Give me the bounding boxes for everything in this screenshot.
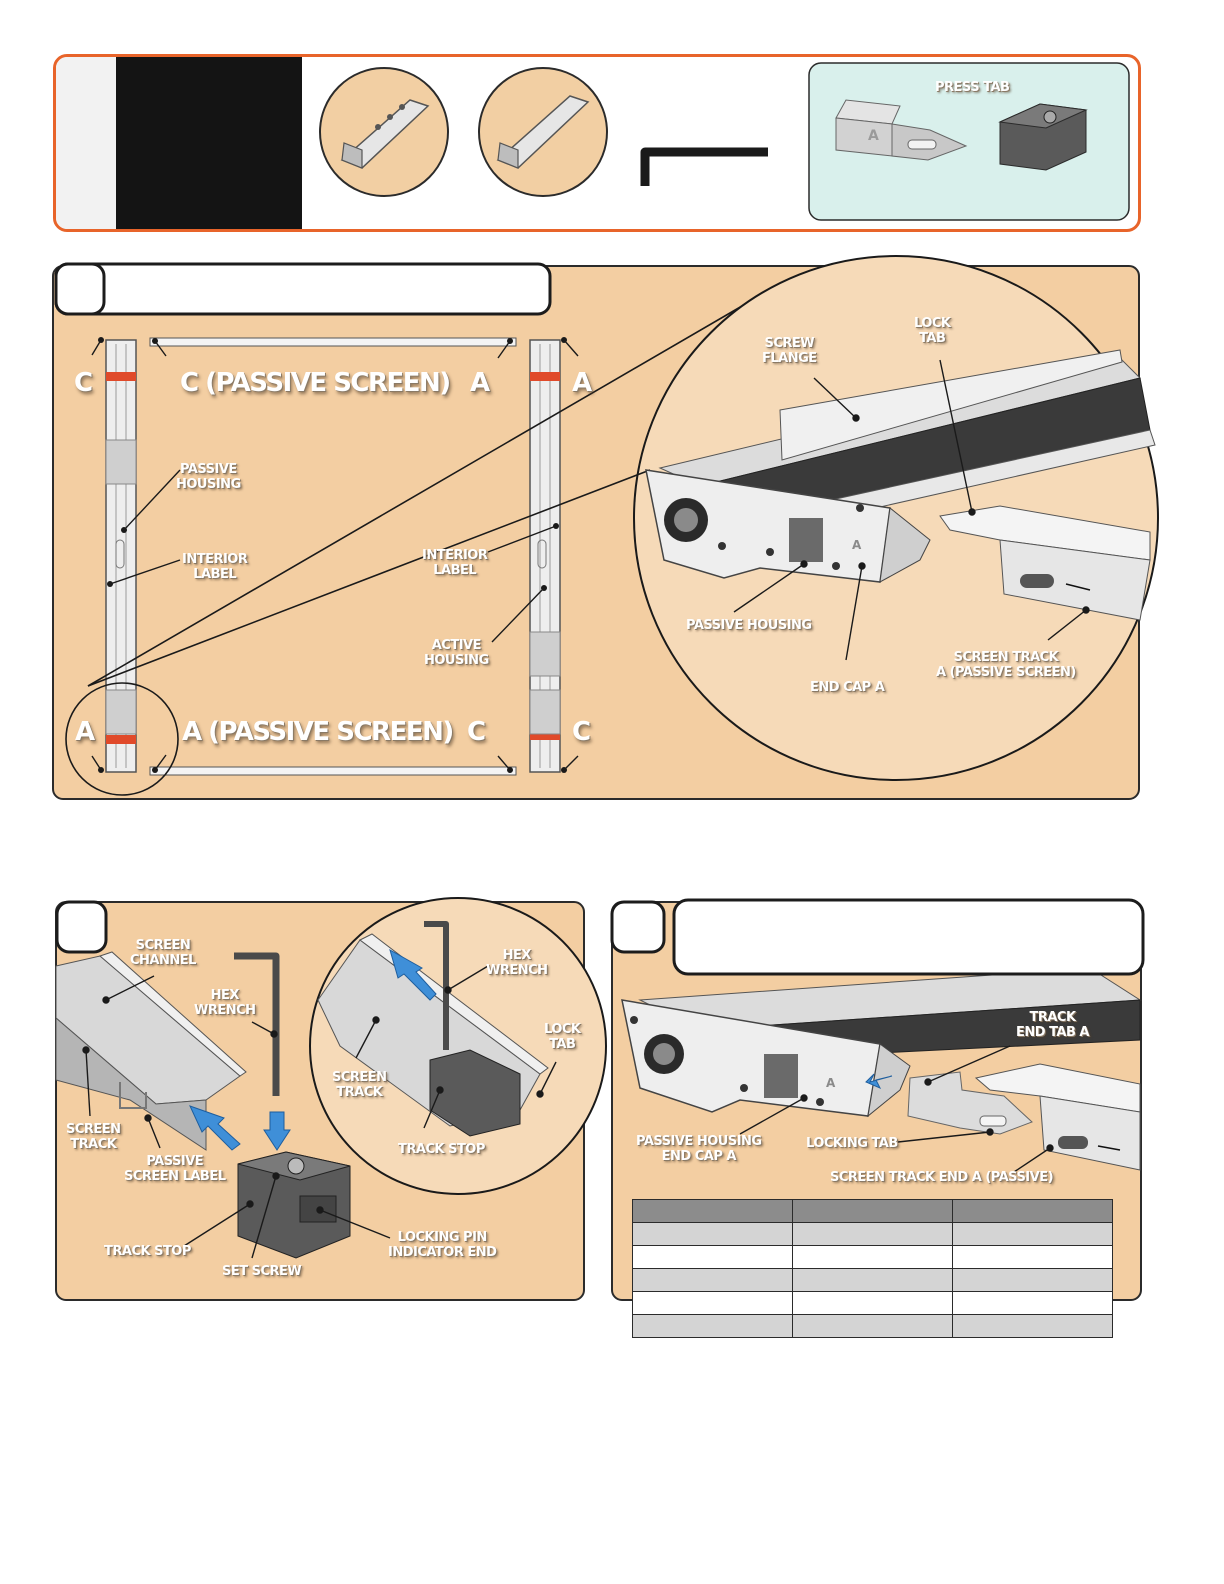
step3-endcap-illustration	[621, 967, 1142, 1173]
track-stop-illustration	[237, 1151, 351, 1259]
end-cap-marker: A	[852, 538, 862, 552]
track-stop-label: TRACK STOP	[104, 1244, 191, 1259]
step3-heading-box	[672, 898, 1145, 976]
table-header-cell	[792, 1199, 953, 1223]
corner-label-a-bottom-left: A	[75, 717, 95, 747]
press-tab-box	[808, 62, 1130, 221]
screen-track-a-passive-label: SCREEN TRACK END A (PASSIVE)	[830, 1170, 1054, 1185]
table-cell	[792, 1245, 953, 1269]
screen-track-a-label: SCREEN TRACK A (PASSIVE SCREEN)	[936, 650, 1076, 680]
passive-housing-zoom-label: PASSIVE HOUSING	[686, 618, 812, 633]
corner-label-c-bottom-mid: C	[467, 717, 486, 747]
interior-label-left: INTERIOR LABEL	[182, 552, 248, 582]
lock-tab-zoom-label: LOCK TAB	[544, 1022, 581, 1052]
table-cell	[632, 1291, 793, 1315]
table-header-row	[632, 1199, 1113, 1223]
end-tab-part-icon	[835, 99, 968, 161]
hex-wrench-part-icon	[640, 147, 768, 186]
track-end-tab-label: TRACK END TAB A	[1016, 1010, 1090, 1040]
step1-number-badge	[54, 262, 106, 316]
track-part-circle-2	[478, 67, 608, 197]
screen-track-zoom-label: SCREEN TRACK	[332, 1070, 387, 1100]
active-housing-label: ACTIVE HOUSING	[424, 638, 489, 668]
screen-track-illustration	[55, 951, 247, 1151]
screw-flange-label: SCREW FLANGE	[762, 336, 817, 366]
table-row	[632, 1245, 1113, 1269]
spec-table-grid	[632, 1199, 1113, 1338]
table-row	[632, 1268, 1113, 1292]
right-housing-frame	[529, 339, 561, 773]
table-cell	[792, 1268, 953, 1292]
passive-screen-label: PASSIVE SCREEN LABEL	[124, 1154, 226, 1184]
insert-arrow-icon	[189, 1105, 241, 1151]
corner-label-a-top-mid: A	[470, 368, 490, 398]
tab-marker-a: A	[868, 128, 879, 144]
corner-label-a-top-right: A	[572, 368, 592, 398]
press-tab-label: PRESS TAB	[935, 80, 1010, 95]
table-cell	[632, 1268, 793, 1292]
corner-label-c-bottom-right: C	[572, 717, 591, 747]
table-cell	[952, 1268, 1113, 1292]
screen-channel-label: SCREEN CHANNEL	[130, 938, 196, 968]
left-housing-frame	[105, 339, 137, 773]
hex-wrench-label: HEX WRENCH	[194, 988, 256, 1018]
step3-end-cap-marker: A	[826, 1076, 836, 1090]
top-passive-track	[149, 337, 517, 347]
table-row	[632, 1314, 1113, 1338]
step3-number-badge	[610, 900, 666, 954]
lock-tab-label: LOCK TAB	[914, 316, 951, 346]
hex-wrench-zoom-label: HEX WRENCH	[486, 948, 548, 978]
locking-pin-label: LOCKING PIN INDICATOR END	[388, 1230, 497, 1260]
table-header-cell	[632, 1199, 793, 1223]
step2-zoom-circle	[309, 897, 607, 1195]
passive-housing-label: PASSIVE HOUSING	[176, 462, 241, 492]
step2-number-badge	[55, 900, 108, 954]
screen-track-label: SCREEN TRACK	[66, 1122, 121, 1152]
spec-table	[632, 1199, 1113, 1338]
table-cell	[952, 1314, 1113, 1338]
locking-tab-label: LOCKING TAB	[806, 1136, 898, 1151]
down-arrow-icon	[263, 1111, 291, 1151]
table-cell	[952, 1245, 1113, 1269]
bottom-passive-track	[149, 766, 517, 776]
set-screw-label: SET SCREW	[222, 1264, 302, 1279]
table-cell	[632, 1222, 793, 1246]
table-row	[632, 1291, 1113, 1315]
end-cap-a-label: END CAP A	[810, 680, 885, 695]
track-stop-zoom-label: TRACK STOP	[398, 1142, 485, 1157]
interior-label-right: INTERIOR LABEL	[422, 548, 488, 578]
table-cell	[952, 1222, 1113, 1246]
table-row	[632, 1222, 1113, 1246]
table-cell	[632, 1314, 793, 1338]
table-header-cell	[952, 1199, 1113, 1223]
zoom-detail-circle	[87, 255, 1159, 781]
table-cell	[952, 1291, 1113, 1315]
corner-label-c-passive: C (PASSIVE SCREEN)	[180, 368, 451, 398]
corner-label-c-left: C	[74, 368, 93, 398]
table-cell	[792, 1291, 953, 1315]
table-cell	[632, 1245, 793, 1269]
parts-box-black-header	[116, 57, 302, 229]
parts-box-side-strip	[56, 57, 116, 229]
track-part-circle-1	[319, 67, 449, 197]
passive-housing-cap-label: PASSIVE HOUSING END CAP A	[636, 1134, 762, 1164]
table-cell	[792, 1314, 953, 1338]
step1-heading-box	[54, 262, 552, 316]
detail-focus-circle	[65, 682, 179, 796]
table-cell	[792, 1222, 953, 1246]
track-stop-part-icon	[998, 103, 1088, 171]
hex-wrench-icon	[234, 952, 280, 1096]
corner-label-a-passive: A (PASSIVE SCREEN)	[182, 717, 454, 747]
